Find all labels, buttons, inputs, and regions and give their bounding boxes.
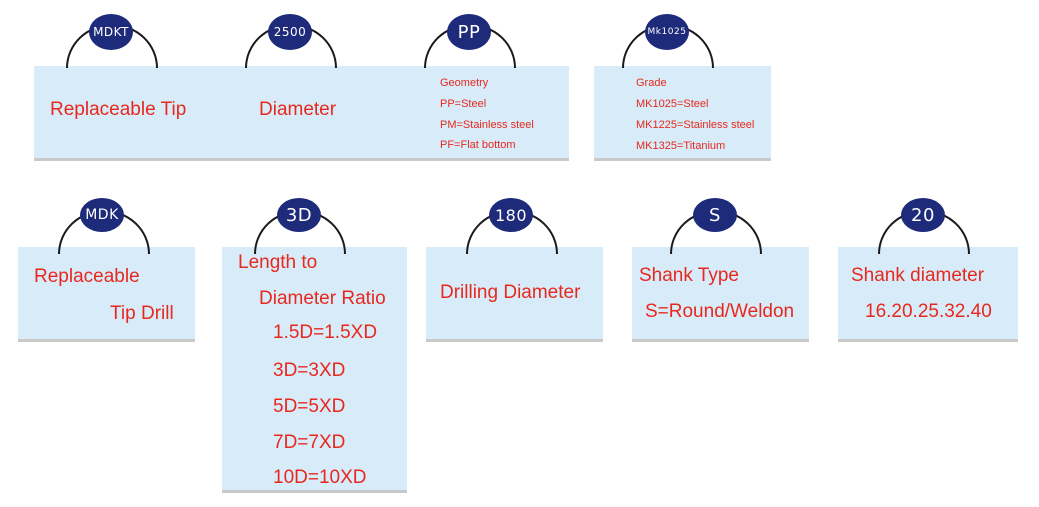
label-shank-sizes: 16.20.25.32.40 <box>865 301 992 322</box>
top-panel-grade <box>594 66 771 158</box>
label-pp-steel: PP=Steel <box>440 98 487 110</box>
code-badge-mdk: MDK <box>80 198 124 232</box>
label-mk1325-titanium: MK1325=Titanium <box>636 140 726 152</box>
label-length-to: Length to <box>238 252 318 273</box>
label-round-weldon: S=Round/Weldon <box>645 301 795 322</box>
label-1-5d: 1.5D=1.5XD <box>273 322 378 343</box>
label-shank-diameter: Shank diameter <box>851 265 985 286</box>
label-diameter: Diameter <box>259 99 337 120</box>
label-3d: 3D=3XD <box>273 360 346 381</box>
code-badge-3d: 3D <box>277 198 321 232</box>
top-panel-main <box>34 66 569 158</box>
label-replaceable-tip: Replaceable Tip <box>50 99 187 120</box>
panel-20 <box>838 247 1018 339</box>
code-badge-20: 20 <box>901 198 945 232</box>
label-mk1225-stainless: MK1225=Stainless steel <box>636 119 755 131</box>
code-badge-mk1025: Mk1025 <box>645 14 689 50</box>
label-pf-flat-bottom: PF=Flat bottom <box>440 139 516 151</box>
label-grade: Grade <box>636 77 667 89</box>
code-badge-mdkt: MDKT <box>89 14 133 50</box>
label-mk1025-steel: MK1025=Steel <box>636 98 709 110</box>
label-shank-type: Shank Type <box>639 265 740 286</box>
code-badge-pp: PP <box>447 14 491 50</box>
label-diameter-ratio: Diameter Ratio <box>259 288 386 309</box>
label-geometry: Geometry <box>440 77 489 89</box>
code-badge-180: 180 <box>489 198 533 232</box>
label-5d: 5D=5XD <box>273 396 346 417</box>
panel-s <box>632 247 809 339</box>
label-tip-drill: Tip Drill <box>110 303 174 324</box>
panel-mdk <box>18 247 195 339</box>
label-replaceable: Replaceable <box>34 266 140 287</box>
label-pm-stainless: PM=Stainless steel <box>440 119 534 131</box>
code-badge-s: S <box>693 198 737 232</box>
panel-180 <box>426 247 603 339</box>
label-7d: 7D=7XD <box>273 432 346 453</box>
panel-3d <box>222 247 407 490</box>
code-badge-2500: 2500 <box>268 14 312 50</box>
label-drilling-diameter: Drilling Diameter <box>440 282 581 303</box>
label-10d: 10D=10XD <box>273 467 367 488</box>
